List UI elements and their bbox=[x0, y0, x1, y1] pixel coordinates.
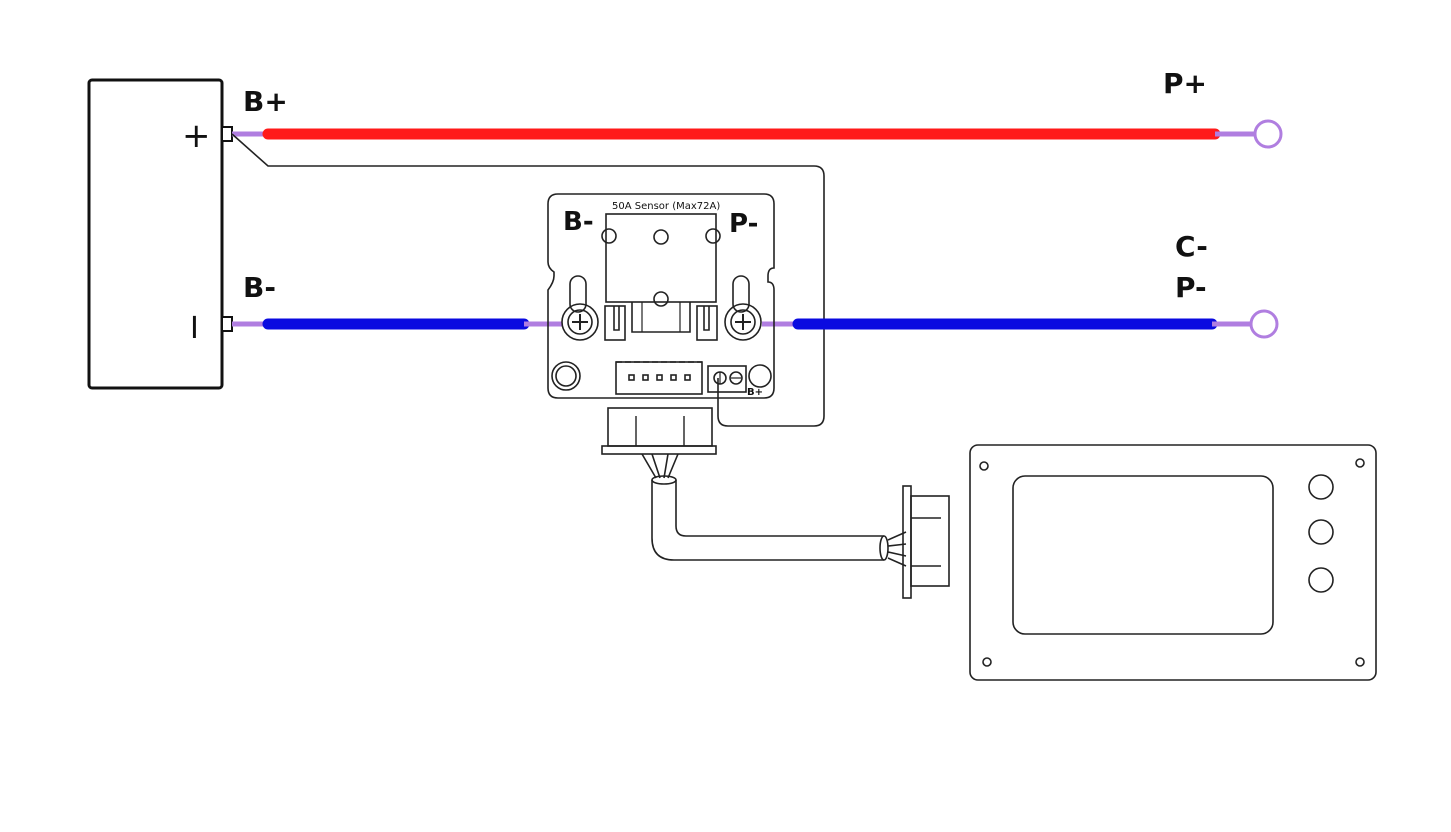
b-plus-terminal-screw-b bbox=[729, 371, 743, 385]
sensor-pin-right bbox=[703, 306, 710, 331]
sense-wire bbox=[231, 133, 825, 427]
positive-wire bbox=[232, 119, 1283, 149]
sensor-core-leads bbox=[631, 302, 691, 333]
battery-positive-terminal bbox=[221, 126, 233, 142]
battery-plus-symbol: + bbox=[182, 116, 211, 156]
core-hole-center bbox=[653, 229, 669, 245]
sensor-plug-wires bbox=[641, 453, 679, 479]
display-meter bbox=[969, 444, 1377, 681]
sensor-label-p-minus: P- bbox=[729, 209, 758, 239]
cable-outer-edge bbox=[651, 480, 884, 561]
mount-slot-right bbox=[732, 275, 750, 313]
cable-end-top bbox=[651, 475, 677, 485]
sensor-connector bbox=[615, 361, 703, 395]
current-sensor: 50A Sensor (Max72A) B- P- bbox=[547, 193, 775, 399]
sensor-plug-body bbox=[607, 407, 713, 447]
display-screw-top-left bbox=[979, 461, 989, 471]
negative-wire-load-side bbox=[762, 309, 1279, 339]
display-screw-bottom-right bbox=[1355, 657, 1365, 667]
display-panel bbox=[969, 444, 1377, 681]
mount-hole-left bbox=[551, 361, 581, 391]
battery-minus-symbol: I bbox=[190, 311, 199, 346]
sensor-pin-block-right bbox=[696, 305, 718, 341]
sensor-board bbox=[547, 193, 775, 399]
display-screw-bottom-left bbox=[982, 657, 992, 667]
screw-p-minus bbox=[724, 303, 762, 341]
core-hole-bottom bbox=[653, 291, 669, 307]
positive-ring-terminal bbox=[1253, 119, 1283, 149]
display-button-3 bbox=[1308, 567, 1334, 593]
battery-body bbox=[87, 78, 224, 390]
sensor-pin-block-left bbox=[604, 305, 626, 341]
connector-pin-2 bbox=[642, 374, 649, 381]
screw-b-minus-inner bbox=[567, 309, 593, 335]
sensor-title: 50A Sensor (Max72A) bbox=[612, 201, 720, 212]
battery: + I bbox=[87, 78, 233, 390]
connector-pin-4 bbox=[670, 374, 677, 381]
battery-negative-terminal bbox=[221, 316, 233, 332]
mount-hole-right bbox=[748, 364, 772, 388]
screw-b-minus-head bbox=[561, 303, 599, 341]
display-plug-flange bbox=[902, 485, 912, 599]
display-button-2 bbox=[1308, 519, 1334, 545]
sensor-plug-flange bbox=[601, 445, 717, 455]
core-hole-right bbox=[705, 228, 721, 244]
screw-p-minus-inner bbox=[730, 309, 756, 335]
sensor-core bbox=[605, 213, 717, 303]
connector-pin-3 bbox=[656, 374, 663, 381]
label-b-plus: B+ bbox=[243, 85, 288, 118]
connector-pin-5 bbox=[684, 374, 691, 381]
label-b-minus: B- bbox=[243, 271, 276, 304]
mount-hole-left-inner bbox=[555, 365, 577, 387]
screw-b-minus bbox=[561, 303, 599, 341]
negative-ring-terminal bbox=[1249, 309, 1279, 339]
display-plug-wires bbox=[887, 531, 907, 567]
display-button-1 bbox=[1308, 474, 1334, 500]
cable-end-right bbox=[879, 535, 889, 561]
screw-p-minus-head bbox=[724, 303, 762, 341]
label-c-minus: C- bbox=[1175, 230, 1208, 263]
label-p-plus: P+ bbox=[1163, 67, 1207, 100]
sensor-label-b-plus: B+ bbox=[747, 387, 763, 398]
label-p-minus: P- bbox=[1175, 271, 1207, 304]
display-screw-top-right bbox=[1355, 458, 1365, 468]
display-screen bbox=[1012, 475, 1274, 635]
mount-slot-left bbox=[569, 275, 587, 313]
cable-inner-edge bbox=[675, 480, 884, 537]
display-plug-body bbox=[910, 495, 950, 587]
b-plus-terminal-block bbox=[707, 365, 747, 393]
signal-cable bbox=[601, 407, 950, 599]
connector-pin-1 bbox=[628, 374, 635, 381]
sensor-label-b-minus: B- bbox=[563, 207, 594, 237]
core-hole-left bbox=[601, 228, 617, 244]
sensor-pin-left bbox=[613, 306, 620, 331]
